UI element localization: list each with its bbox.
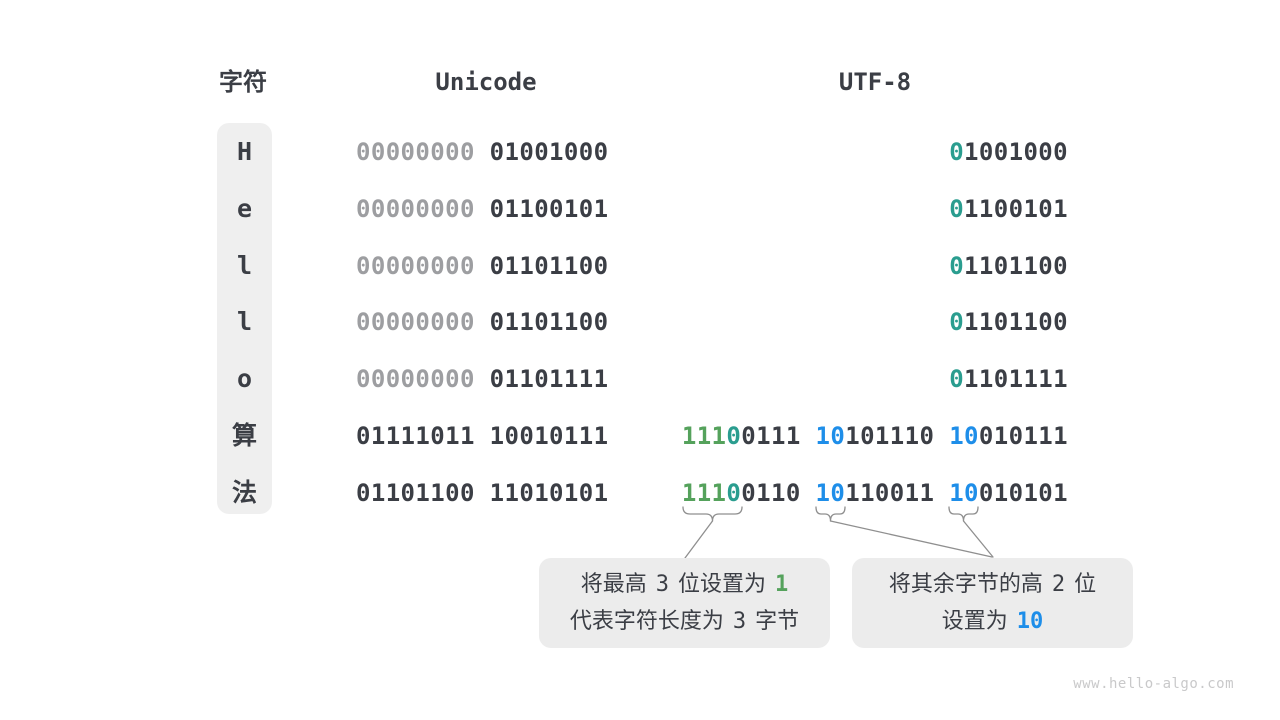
bit-segment: 01101100: [489, 308, 609, 336]
unicode-bits: 00000000 01100101: [356, 195, 608, 223]
bit-segment: 1101100: [964, 308, 1068, 336]
bit-segment: 01101100 11010101: [356, 479, 609, 507]
utf8-bits: 01001000: [949, 138, 1068, 166]
callout-line: 代表字符长度为 3 字节: [570, 603, 799, 640]
char-cell: H: [236, 137, 253, 166]
callout-text: 将最高: [580, 572, 654, 597]
bit-segment: 0: [726, 422, 742, 450]
bit-segment: 00000000: [356, 252, 475, 280]
bit-segment: [475, 195, 490, 223]
bit-segment: 10: [815, 422, 846, 450]
callout-bit-value: 10: [1016, 609, 1044, 634]
connector-line-third: [962, 520, 994, 558]
bit-segment: 10: [949, 422, 979, 450]
bit-segment: 01101111: [489, 365, 609, 393]
column-header-utf8: UTF-8: [838, 68, 912, 96]
bit-segment: 0: [949, 195, 965, 223]
char-cell: o: [236, 364, 253, 393]
char-cell: 法: [231, 478, 257, 507]
bit-segment: 00000000: [356, 365, 475, 393]
char-column-background: [217, 123, 272, 514]
bit-segment: 111: [681, 422, 727, 450]
callout-text: 设置为: [941, 609, 1015, 634]
callout-line: 设置为 10: [942, 603, 1044, 640]
watermark: www.hello-algo.com: [1073, 676, 1234, 692]
bit-segment: [475, 252, 490, 280]
bit-segment: 01101100: [489, 252, 609, 280]
bit-segment: [475, 138, 490, 166]
unicode-bits: 01101100 11010101: [356, 479, 608, 507]
bit-segment: [475, 365, 490, 393]
bit-segment: 00000000: [356, 138, 475, 166]
utf8-bits: 01100101: [949, 195, 1068, 223]
bit-segment: 01111011 10010111: [356, 422, 609, 450]
callout-line: 将其余字节的高 2 位: [889, 566, 1096, 603]
callout-high-bits: 将最高 3 位设置为 1 代表字符长度为 3 字节: [539, 558, 830, 648]
connector-line-first: [684, 520, 714, 559]
utf8-bits: 01101100: [949, 252, 1068, 280]
bit-segment: 1101111: [964, 365, 1068, 393]
callout-line: 将最高 3 位设置为 1: [581, 566, 789, 603]
utf8-bits: 11100111 10101110 10010111: [682, 422, 1068, 450]
unicode-bits: 00000000 01101100: [356, 308, 608, 336]
bit-segment: 0: [949, 308, 965, 336]
bit-segment: 0: [949, 138, 965, 166]
callout-text: 字节: [748, 609, 800, 634]
bit-segment: 101110: [845, 422, 950, 450]
callout-continuation-bits: 将其余字节的高 2 位 设置为 10: [852, 558, 1133, 648]
bit-segment: 00000000: [356, 195, 475, 223]
bit-segment: 010101: [978, 479, 1068, 507]
unicode-bits: 00000000 01101100: [356, 252, 608, 280]
bit-segment: 0110: [741, 479, 816, 507]
bit-segment: 0111: [741, 422, 816, 450]
char-cell: l: [236, 307, 253, 336]
bit-segment: 0: [726, 479, 742, 507]
bit-segment: 10: [815, 479, 846, 507]
underbrace-first-byte-prefix: [682, 506, 743, 522]
callout-bit-value: 1: [775, 572, 789, 597]
callout-text: 将其余字节的高: [888, 572, 1050, 597]
bit-segment: 110011: [845, 479, 950, 507]
char-cell: 算: [231, 421, 257, 450]
bit-segment: 00000000: [356, 308, 475, 336]
bit-segment: 1001000: [964, 138, 1068, 166]
unicode-bits: 00000000 01001000: [356, 138, 608, 166]
connector-line-second: [829, 520, 993, 558]
callout-text: 代表字符长度为: [569, 609, 731, 634]
column-header-char: 字符: [219, 68, 267, 96]
bit-segment: [475, 308, 490, 336]
bit-segment: 1101100: [964, 252, 1068, 280]
bit-segment: 0: [949, 365, 965, 393]
utf8-bits: 01101100: [949, 308, 1068, 336]
column-header-unicode: Unicode: [435, 68, 537, 96]
brace-connectors: [682, 506, 994, 559]
bit-segment: 010111: [978, 422, 1068, 450]
bit-segment: 10: [949, 479, 979, 507]
callout-text: 位: [1067, 572, 1097, 597]
callout-number: 2: [1051, 572, 1066, 597]
utf8-bits: 01101111: [949, 365, 1068, 393]
bit-segment: 1100101: [964, 195, 1068, 223]
callout-number: 3: [732, 609, 747, 634]
bit-segment: 01100101: [489, 195, 609, 223]
char-cell: l: [236, 251, 253, 280]
bit-segment: 01001000: [489, 138, 609, 166]
callout-number: 3: [655, 572, 669, 597]
bit-segment: 111: [681, 479, 727, 507]
bit-segment: 0: [949, 252, 965, 280]
unicode-bits: 01111011 10010111: [356, 422, 608, 450]
underbrace-third-byte-prefix: [948, 506, 979, 522]
char-cell: e: [236, 194, 253, 223]
callout-text: 位设置为: [671, 572, 773, 597]
utf8-bits: 11100110 10110011 10010101: [682, 479, 1068, 507]
underbrace-second-byte-prefix: [815, 506, 846, 522]
unicode-bits: 00000000 01101111: [356, 365, 608, 393]
